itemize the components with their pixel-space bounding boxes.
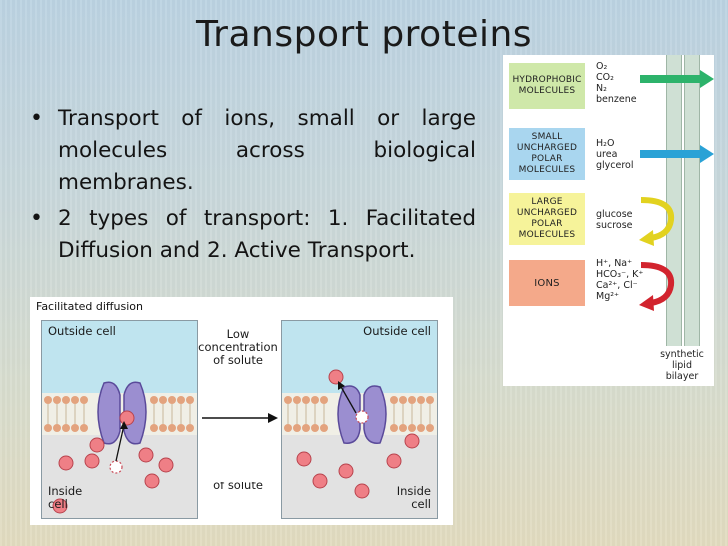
solute-molecules <box>296 369 420 499</box>
bullet-item: 2 types of transport: 1. Facilitated Dif… <box>28 203 476 267</box>
bullet-list: Transport of ions, small or large molecu… <box>28 103 476 271</box>
channel-protein-icon <box>337 385 387 444</box>
bullet-item: Transport of ions, small or large molecu… <box>28 103 476 199</box>
hydrophobic-arrow-icon <box>640 70 714 88</box>
large-polar-blocked-arrow-icon <box>639 197 675 246</box>
small-polar-molecule-list: H₂O urea glycerol <box>596 138 634 171</box>
ions-blocked-arrow-icon <box>639 262 675 311</box>
right-membrane-panel: Outside cell Inside cell <box>281 320 438 519</box>
lipid-bilayer <box>660 55 706 346</box>
inside-cell-label: Inside cell <box>396 484 431 511</box>
large-polar-molecule-list: glucose sucrose <box>596 209 633 231</box>
concentration-direction-arrow-icon <box>198 372 278 482</box>
small-polar-molecules-box: SMALL UNCHARGED POLAR MOLECULES <box>509 128 585 180</box>
permeability-arrows <box>639 70 714 311</box>
outside-cell-label: Outside cell <box>363 324 431 338</box>
ions-list: H⁺, Na⁺ HCO₃⁻, K⁺ Ca²⁺, Cl⁻ Mg²⁺ <box>596 258 644 302</box>
left-membrane-panel: Outside cell Inside cell <box>41 320 198 519</box>
hydrophobic-molecule-list: O₂ CO₂ N₂ benzene <box>596 61 637 105</box>
solute-molecules <box>52 410 174 514</box>
hydrophobic-molecules-box: HYDROPHOBIC MOLECULES <box>509 63 585 109</box>
ions-box: IONS <box>509 260 585 306</box>
channel-protein-icon <box>97 381 147 445</box>
inside-cell-label: Inside cell <box>48 484 83 511</box>
figure-title: Facilitated diffusion <box>36 300 143 313</box>
bilayer-label: synthetic lipid bilayer <box>660 349 704 382</box>
slide-title: Transport proteins <box>195 14 533 55</box>
small-polar-arrow-icon <box>640 145 714 163</box>
large-polar-molecules-box: LARGE UNCHARGED POLAR MOLECULES <box>509 193 585 245</box>
arrow-icon <box>339 384 357 414</box>
outside-cell-label: Outside cell <box>48 324 116 338</box>
low-concentration-label: Low concentration of solute <box>198 327 278 367</box>
arrow-icon <box>115 424 125 462</box>
